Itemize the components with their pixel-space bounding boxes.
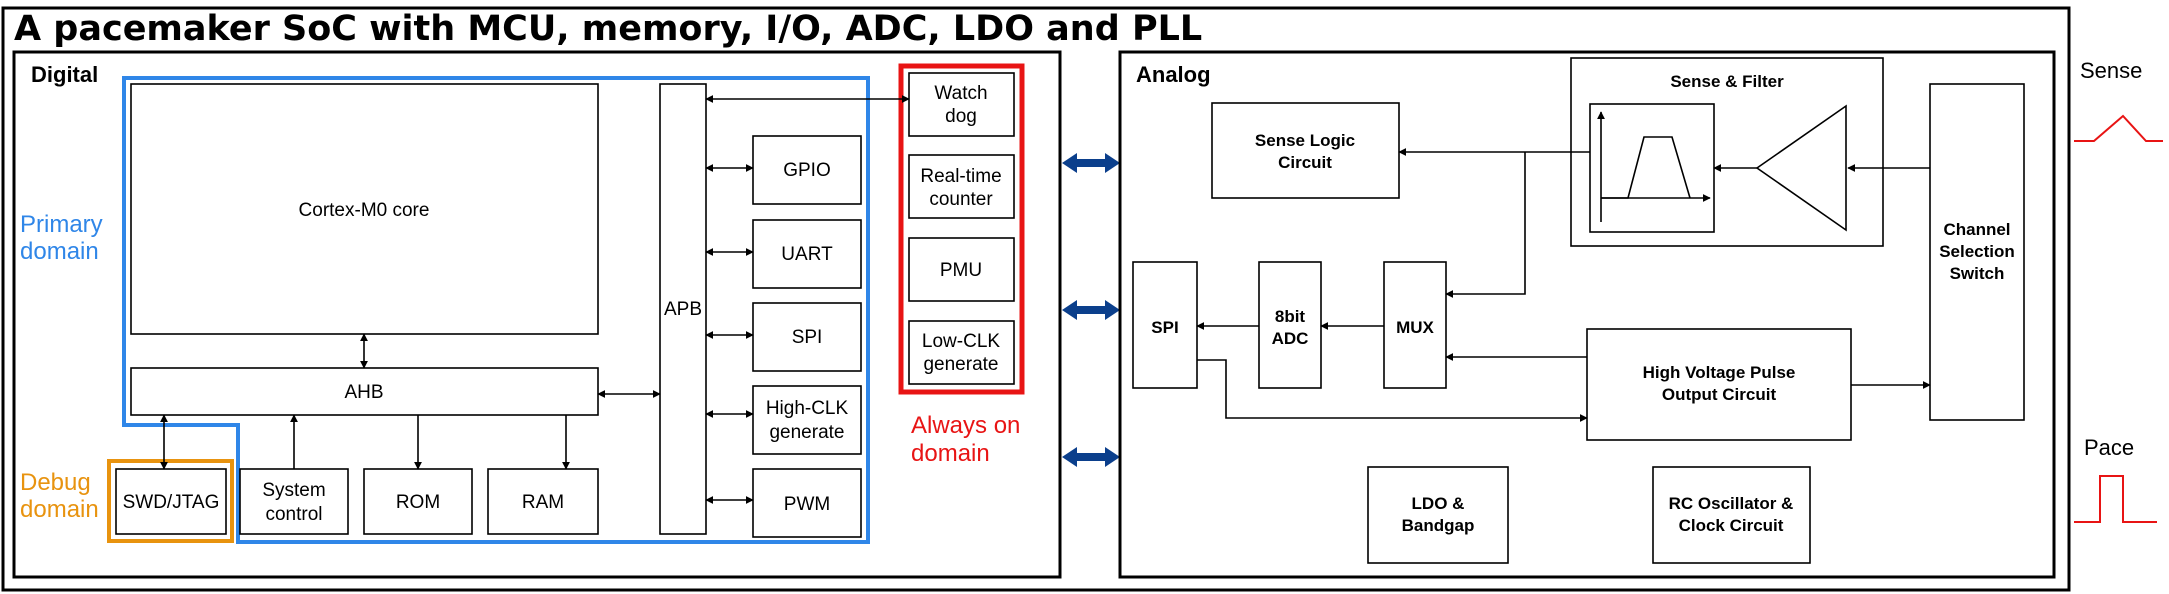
ram-block [487, 468, 599, 535]
uart-label: UART [781, 244, 833, 265]
real-time-counter-label-line1: Real-time [920, 166, 1001, 187]
high-clk-label-line2: generate [769, 422, 844, 443]
pmu-label: PMU [940, 260, 982, 281]
ldo-bandgap-block [1367, 466, 1509, 564]
bandpass-filter-icon [1597, 111, 1711, 222]
digital-block [12, 50, 1062, 579]
filter-block [1589, 103, 1715, 233]
high-clk-block [752, 385, 862, 455]
gpio-label: GPIO [783, 160, 831, 181]
primary-domain-label-line1: Primary [20, 211, 103, 238]
pwm-label: PWM [784, 494, 830, 515]
always-on-label-line1: Always on [911, 412, 1020, 439]
digital-connections [160, 95, 910, 504]
spi-label: SPI [792, 327, 823, 348]
analog-connections [1196, 148, 1931, 422]
adc-label-line2: ADC [1272, 329, 1309, 348]
always-on-domain-outline [898, 63, 1025, 395]
uart-block [752, 219, 862, 289]
rom-block [363, 468, 473, 535]
debug-domain-outline [107, 459, 234, 543]
gpio-block [752, 135, 862, 205]
analog-label: Analog [1136, 62, 1211, 87]
primary-domain-label-line2: domain [20, 238, 99, 265]
diagram-title: A pacemaker SoC with MCU, memory, I/O, A… [14, 9, 1202, 49]
system-control-label-line1: System [262, 480, 325, 501]
ldo-label-line2: Bandgap [1402, 516, 1475, 535]
channel-switch-label-line3: Switch [1950, 264, 2005, 283]
apb-label: APB [664, 299, 702, 320]
sense-logic-block [1211, 102, 1400, 199]
ahb-label: AHB [344, 382, 383, 403]
rc-osc-label-line2: Clock Circuit [1679, 516, 1784, 535]
mux-label: MUX [1396, 318, 1434, 337]
high-clk-label-line1: High-CLK [766, 398, 849, 419]
low-clk-label-line2: generate [923, 354, 998, 375]
digital-analog-bus-arrows [1062, 153, 1120, 467]
real-time-counter-block [908, 154, 1015, 219]
amplifier-icon [1755, 104, 1847, 232]
system-control-label-line2: control [265, 504, 322, 525]
watchdog-label-line2: dog [945, 106, 977, 127]
sense-filter-label: Sense & Filter [1670, 72, 1784, 91]
hv-pulse-label-line1: High Voltage Pulse [1643, 363, 1796, 382]
system-control-block [239, 468, 349, 535]
pace-signal-label: Pace [2084, 435, 2134, 460]
primary-domain-outline [122, 76, 870, 544]
rc-oscillator-block [1652, 466, 1811, 564]
analog-block [1118, 50, 2056, 579]
analog-spi-block [1132, 261, 1198, 389]
ldo-label-line1: LDO & [1412, 494, 1465, 513]
apb-bus [659, 83, 707, 535]
always-on-label-line2: domain [911, 440, 990, 467]
watchdog-label-line1: Watch [934, 83, 987, 104]
ahb-bus [130, 367, 599, 416]
digital-label: Digital [31, 62, 98, 87]
spi-block [752, 302, 862, 372]
analog-spi-label: SPI [1151, 318, 1178, 337]
channel-switch-label-line1: Channel [1943, 220, 2010, 239]
channel-selection-switch-block [1929, 83, 2025, 421]
ram-label: RAM [522, 492, 564, 513]
rom-label: ROM [396, 492, 440, 513]
debug-domain-label-line2: domain [20, 496, 99, 523]
low-clk-label-line1: Low-CLK [922, 331, 1000, 352]
pmu-block [908, 237, 1015, 302]
swd-jtag-label: SWD/JTAG [123, 492, 220, 513]
debug-domain-label-line1: Debug [20, 469, 91, 496]
low-clk-block [908, 320, 1015, 385]
sense-logic-label-line2: Circuit [1278, 153, 1332, 172]
channel-switch-label-line2: Selection [1939, 242, 2015, 261]
soc-outer-frame [1, 6, 2071, 592]
pwm-block [752, 468, 862, 538]
cortex-m0-core-label: Cortex-M0 core [299, 200, 430, 221]
sense-signal-label: Sense [2080, 58, 2142, 83]
sense-logic-label-line1: Sense Logic [1255, 131, 1355, 150]
real-time-counter-label-line2: counter [929, 189, 993, 210]
watchdog-block [908, 72, 1015, 137]
swd-jtag-block [115, 468, 227, 535]
mux-block [1383, 261, 1447, 389]
hv-pulse-label-line2: Output Circuit [1662, 385, 1777, 404]
adc-label-line1: 8bit [1275, 307, 1306, 326]
sense-waveform-icon [2074, 114, 2163, 142]
pace-waveform-icon [2074, 475, 2157, 523]
cortex-m0-core [130, 83, 599, 335]
rc-osc-label-line1: RC Oscillator & [1669, 494, 1794, 513]
hv-pulse-output-block [1586, 328, 1852, 441]
adc-block [1258, 261, 1322, 389]
